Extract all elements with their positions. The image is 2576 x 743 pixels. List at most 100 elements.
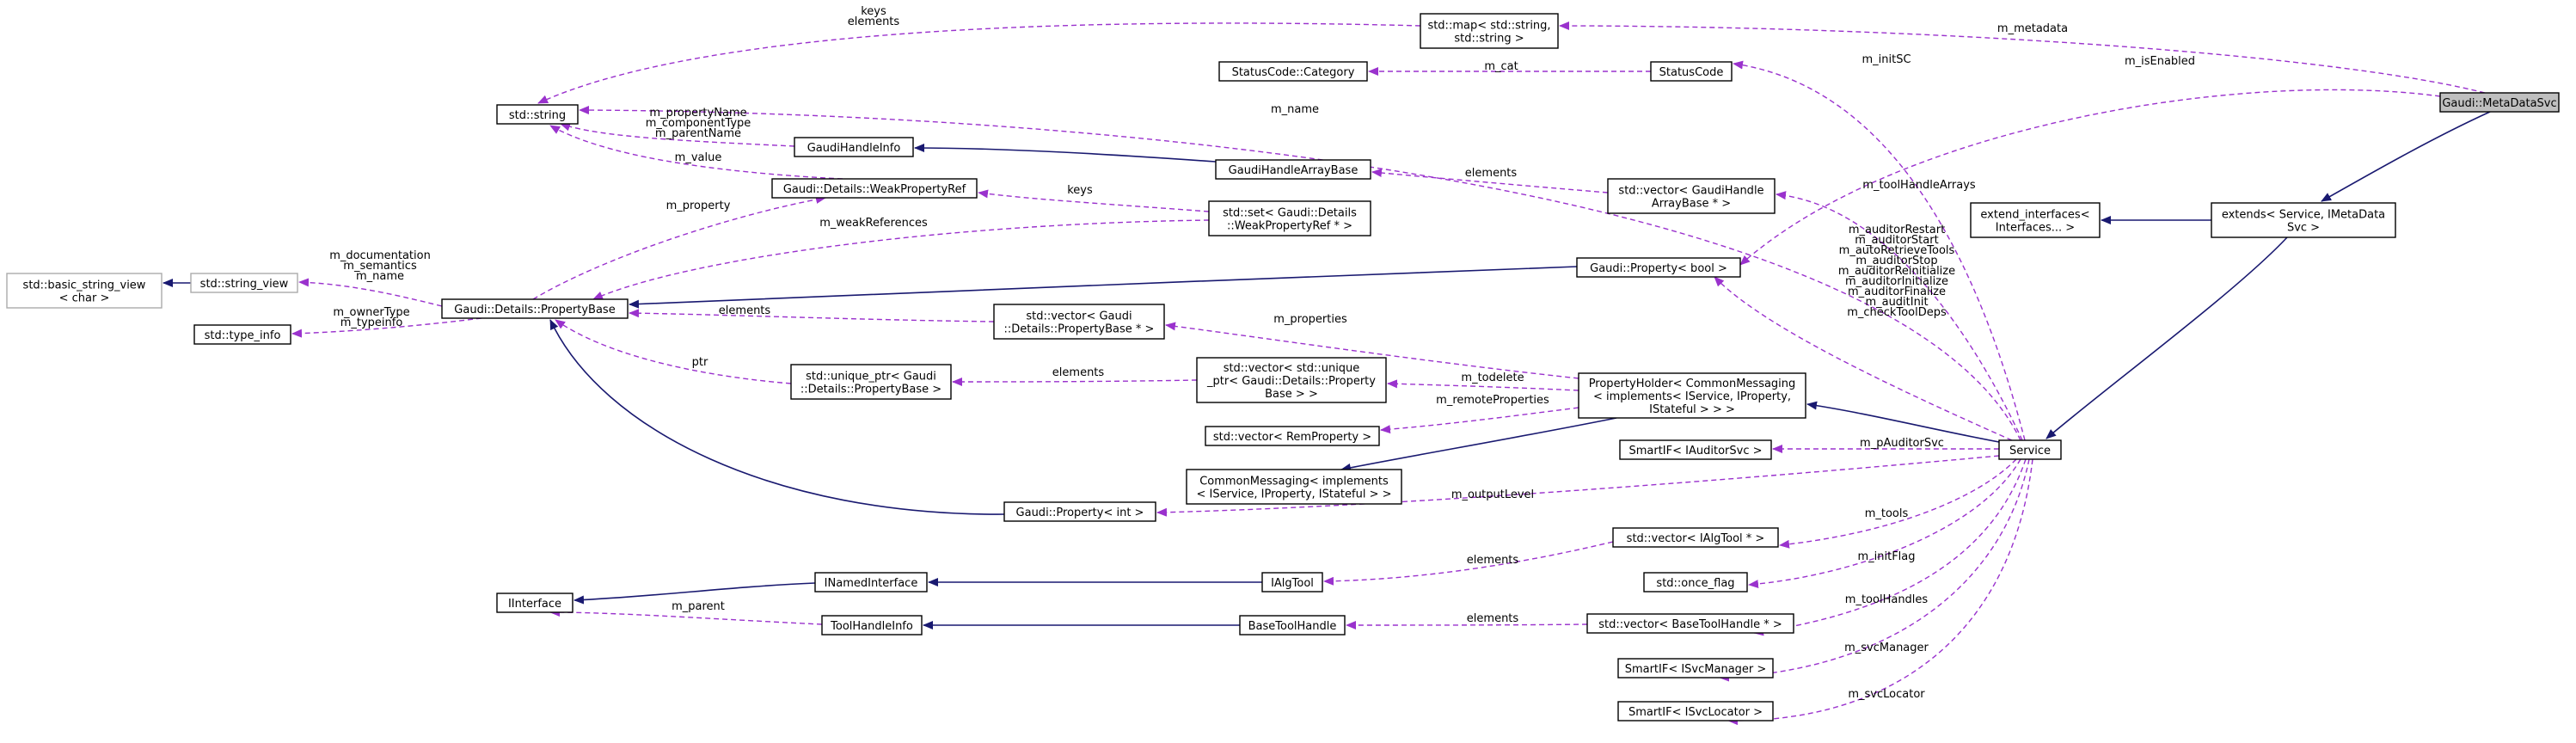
edge-label-elements-uniq: elements xyxy=(1052,366,1105,379)
edge-label-line: m_properties xyxy=(1273,313,1347,326)
class-node-vecbasetool[interactable]: std::vector< BaseToolHandle * > xyxy=(1586,613,1794,634)
class-node-uniqptr[interactable]: std::unique_ptr< Gaudi::Details::Propert… xyxy=(790,364,952,400)
class-box xyxy=(1205,426,1380,446)
class-box xyxy=(790,364,952,400)
inheritance-edge-e-propholder-commonmsg xyxy=(1340,417,1617,472)
usage-edge-u-service-vecbasetool xyxy=(1753,458,2027,636)
class-node-string[interactable]: std::string xyxy=(496,104,579,125)
edge-label-line: m_parentName xyxy=(655,127,741,140)
class-node-vecgharray[interactable]: std::vector< GaudiHandleArrayBase * > xyxy=(1607,178,1776,214)
class-box xyxy=(496,104,579,125)
class-box xyxy=(1218,61,1368,82)
class-box xyxy=(794,137,914,157)
edge-label-line: m_autoRetrieveTools xyxy=(1839,244,1955,257)
edge-label-m-initsc: m_initSC xyxy=(1861,53,1911,66)
class-node-ghinfo[interactable]: GaudiHandleInfo xyxy=(794,137,914,157)
class-name-line: Svc > xyxy=(2287,222,2320,235)
edge-label-line: m_metadata xyxy=(1997,22,2068,35)
class-name-line: SmartIF< ISvcLocator > xyxy=(1628,706,1763,719)
class-node-vecuniq[interactable]: std::vector< std::unique_ptr< Gaudi::Det… xyxy=(1196,357,1387,403)
class-name-line: std::vector< IAlgTool * > xyxy=(1627,532,1765,545)
usage-edge-u-metadatasvc-map xyxy=(1559,21,2486,94)
class-node-iinterface[interactable]: IInterface xyxy=(496,593,573,613)
class-node-commonmsg[interactable]: CommonMessaging< implements< IService, I… xyxy=(1186,469,1402,505)
class-name-line: std::vector< BaseToolHandle * > xyxy=(1598,618,1782,631)
usage-edge-u-service-vecalgtool xyxy=(1779,458,2017,549)
class-node-vecpropbase[interactable]: std::vector< Gaudi::Details::PropertyBas… xyxy=(993,304,1165,340)
edge-label-line: keys xyxy=(1067,184,1093,197)
edge-label-line: m_auditorStop xyxy=(1855,255,1937,267)
edge-label-line: m_semantics xyxy=(343,260,417,273)
edge-label-m-outputlevel: m_outputLevel xyxy=(1451,488,1534,501)
class-node-extend_if[interactable]: extend_interfaces<Interfaces... > xyxy=(1970,202,2101,238)
class-box xyxy=(190,273,298,293)
class-node-gharraybase[interactable]: GaudiHandleArrayBase xyxy=(1215,159,1371,180)
class-node-sv[interactable]: std::string_view xyxy=(190,273,298,293)
class-node-weakref[interactable]: Gaudi::Details::WeakPropertyRef xyxy=(771,178,978,199)
class-name-line: extend_interfaces< xyxy=(1980,209,2089,222)
class-node-namedif[interactable]: INamedInterface xyxy=(814,572,928,593)
class-node-propbool[interactable]: Gaudi::Property< bool > xyxy=(1576,257,1741,278)
edge-label-line: m_auditorReinitialize xyxy=(1838,265,1955,278)
class-node-vecalgtool[interactable]: std::vector< IAlgTool * > xyxy=(1612,527,1779,548)
class-node-onceflag[interactable]: std::once_flag xyxy=(1643,572,1748,593)
class-node-propholder[interactable]: PropertyHolder< CommonMessaging< impleme… xyxy=(1578,372,1806,419)
class-box xyxy=(1612,527,1779,548)
class-node-smartaud[interactable]: SmartIF< IAuditorSvc > xyxy=(1619,439,1772,460)
edge-label-line: m_isEnabled xyxy=(2125,55,2195,68)
edge-label-ghinfo-fields: m_propertyNamem_componentTypem_parentNam… xyxy=(646,107,751,140)
class-box xyxy=(1643,572,1748,593)
class-box xyxy=(821,615,923,636)
class-node-metadatasvc[interactable]: Gaudi::MetaDataSvc xyxy=(2439,92,2560,113)
class-name-line: std::vector< Gaudi xyxy=(1026,310,1132,323)
class-node-vecrem[interactable]: std::vector< RemProperty > xyxy=(1205,426,1380,446)
class-name-line: std::string xyxy=(509,109,566,122)
edge-label-line: m_weakReferences xyxy=(819,217,928,230)
class-node-ialgtool[interactable]: IAlgTool xyxy=(1261,572,1323,593)
edge-label-line: m_todelete xyxy=(1461,372,1524,384)
class-box xyxy=(993,304,1165,340)
usage-edge-u-vecalgtool-ialgtool xyxy=(1323,541,1614,586)
class-node-propint[interactable]: Gaudi::Property< int > xyxy=(1003,501,1156,522)
edge-label-line: m_initFlag xyxy=(1857,550,1915,563)
class-node-bsv[interactable]: std::basic_string_view< char > xyxy=(6,273,163,309)
edge-label-keys-set: keys xyxy=(1067,184,1093,197)
usage-edge-u-service-propbool xyxy=(1714,276,2013,441)
edge-label-line: elements xyxy=(1052,366,1105,379)
class-name-line: Service xyxy=(2009,445,2051,457)
class-box xyxy=(1617,701,1774,722)
class-name-line: GaudiHandleArrayBase xyxy=(1229,164,1359,177)
class-node-smartsvcmgr[interactable]: SmartIF< ISvcManager > xyxy=(1617,658,1774,679)
usage-edge-u-setweak-weakref xyxy=(978,189,1210,212)
class-name-line: < IService, IProperty, IStateful > > xyxy=(1197,488,1392,501)
class-name-line: std::basic_string_view xyxy=(23,279,146,292)
class-node-basetool[interactable]: BaseToolHandle xyxy=(1239,615,1346,636)
class-name-line: CommonMessaging< implements xyxy=(1199,476,1389,488)
class-node-propbase[interactable]: Gaudi::Details::PropertyBase xyxy=(441,298,629,319)
class-node-thinfo[interactable]: ToolHandleInfo xyxy=(821,615,923,636)
class-node-service[interactable]: Service xyxy=(1998,439,2062,460)
usage-edge-u-vecbasetool-basetool xyxy=(1346,620,1588,629)
usage-edge-u-propholder-vecrem xyxy=(1380,407,1579,434)
class-node-typeinfo[interactable]: std::type_info xyxy=(193,324,291,345)
usage-edge-u-propbase-weakref xyxy=(532,195,826,300)
class-node-statuscode[interactable]: StatusCode xyxy=(1650,61,1733,82)
class-node-sccat[interactable]: StatusCode::Category xyxy=(1218,61,1368,82)
edge-label-line: m_auditorRestart xyxy=(1849,224,1945,236)
edge-label-m-cat: m_cat xyxy=(1484,60,1518,73)
class-name-line: Gaudi::Details::PropertyBase xyxy=(454,304,615,316)
class-name-line: extends< Service, IMetaData xyxy=(2222,209,2385,222)
class-box xyxy=(1650,61,1733,82)
class-name-line: std::string_view xyxy=(200,278,289,291)
class-node-smartsvcloc[interactable]: SmartIF< ISvcLocator > xyxy=(1617,701,1774,722)
class-name-line: Gaudi::Property< int > xyxy=(1016,507,1144,519)
class-node-map[interactable]: std::map< std::string,std::string > xyxy=(1420,13,1559,49)
class-node-setweak[interactable]: std::set< Gaudi::Details::WeakPropertyRe… xyxy=(1208,200,1371,236)
inheritance-edge-e-extends-service xyxy=(2045,236,2288,439)
edge-label-m-properties: m_properties xyxy=(1273,313,1347,326)
edge-label-line: m_name xyxy=(1271,103,1319,116)
edge-label-line: m_value xyxy=(675,151,722,164)
edge-label-line: m_checkToolDeps xyxy=(1847,306,1947,319)
